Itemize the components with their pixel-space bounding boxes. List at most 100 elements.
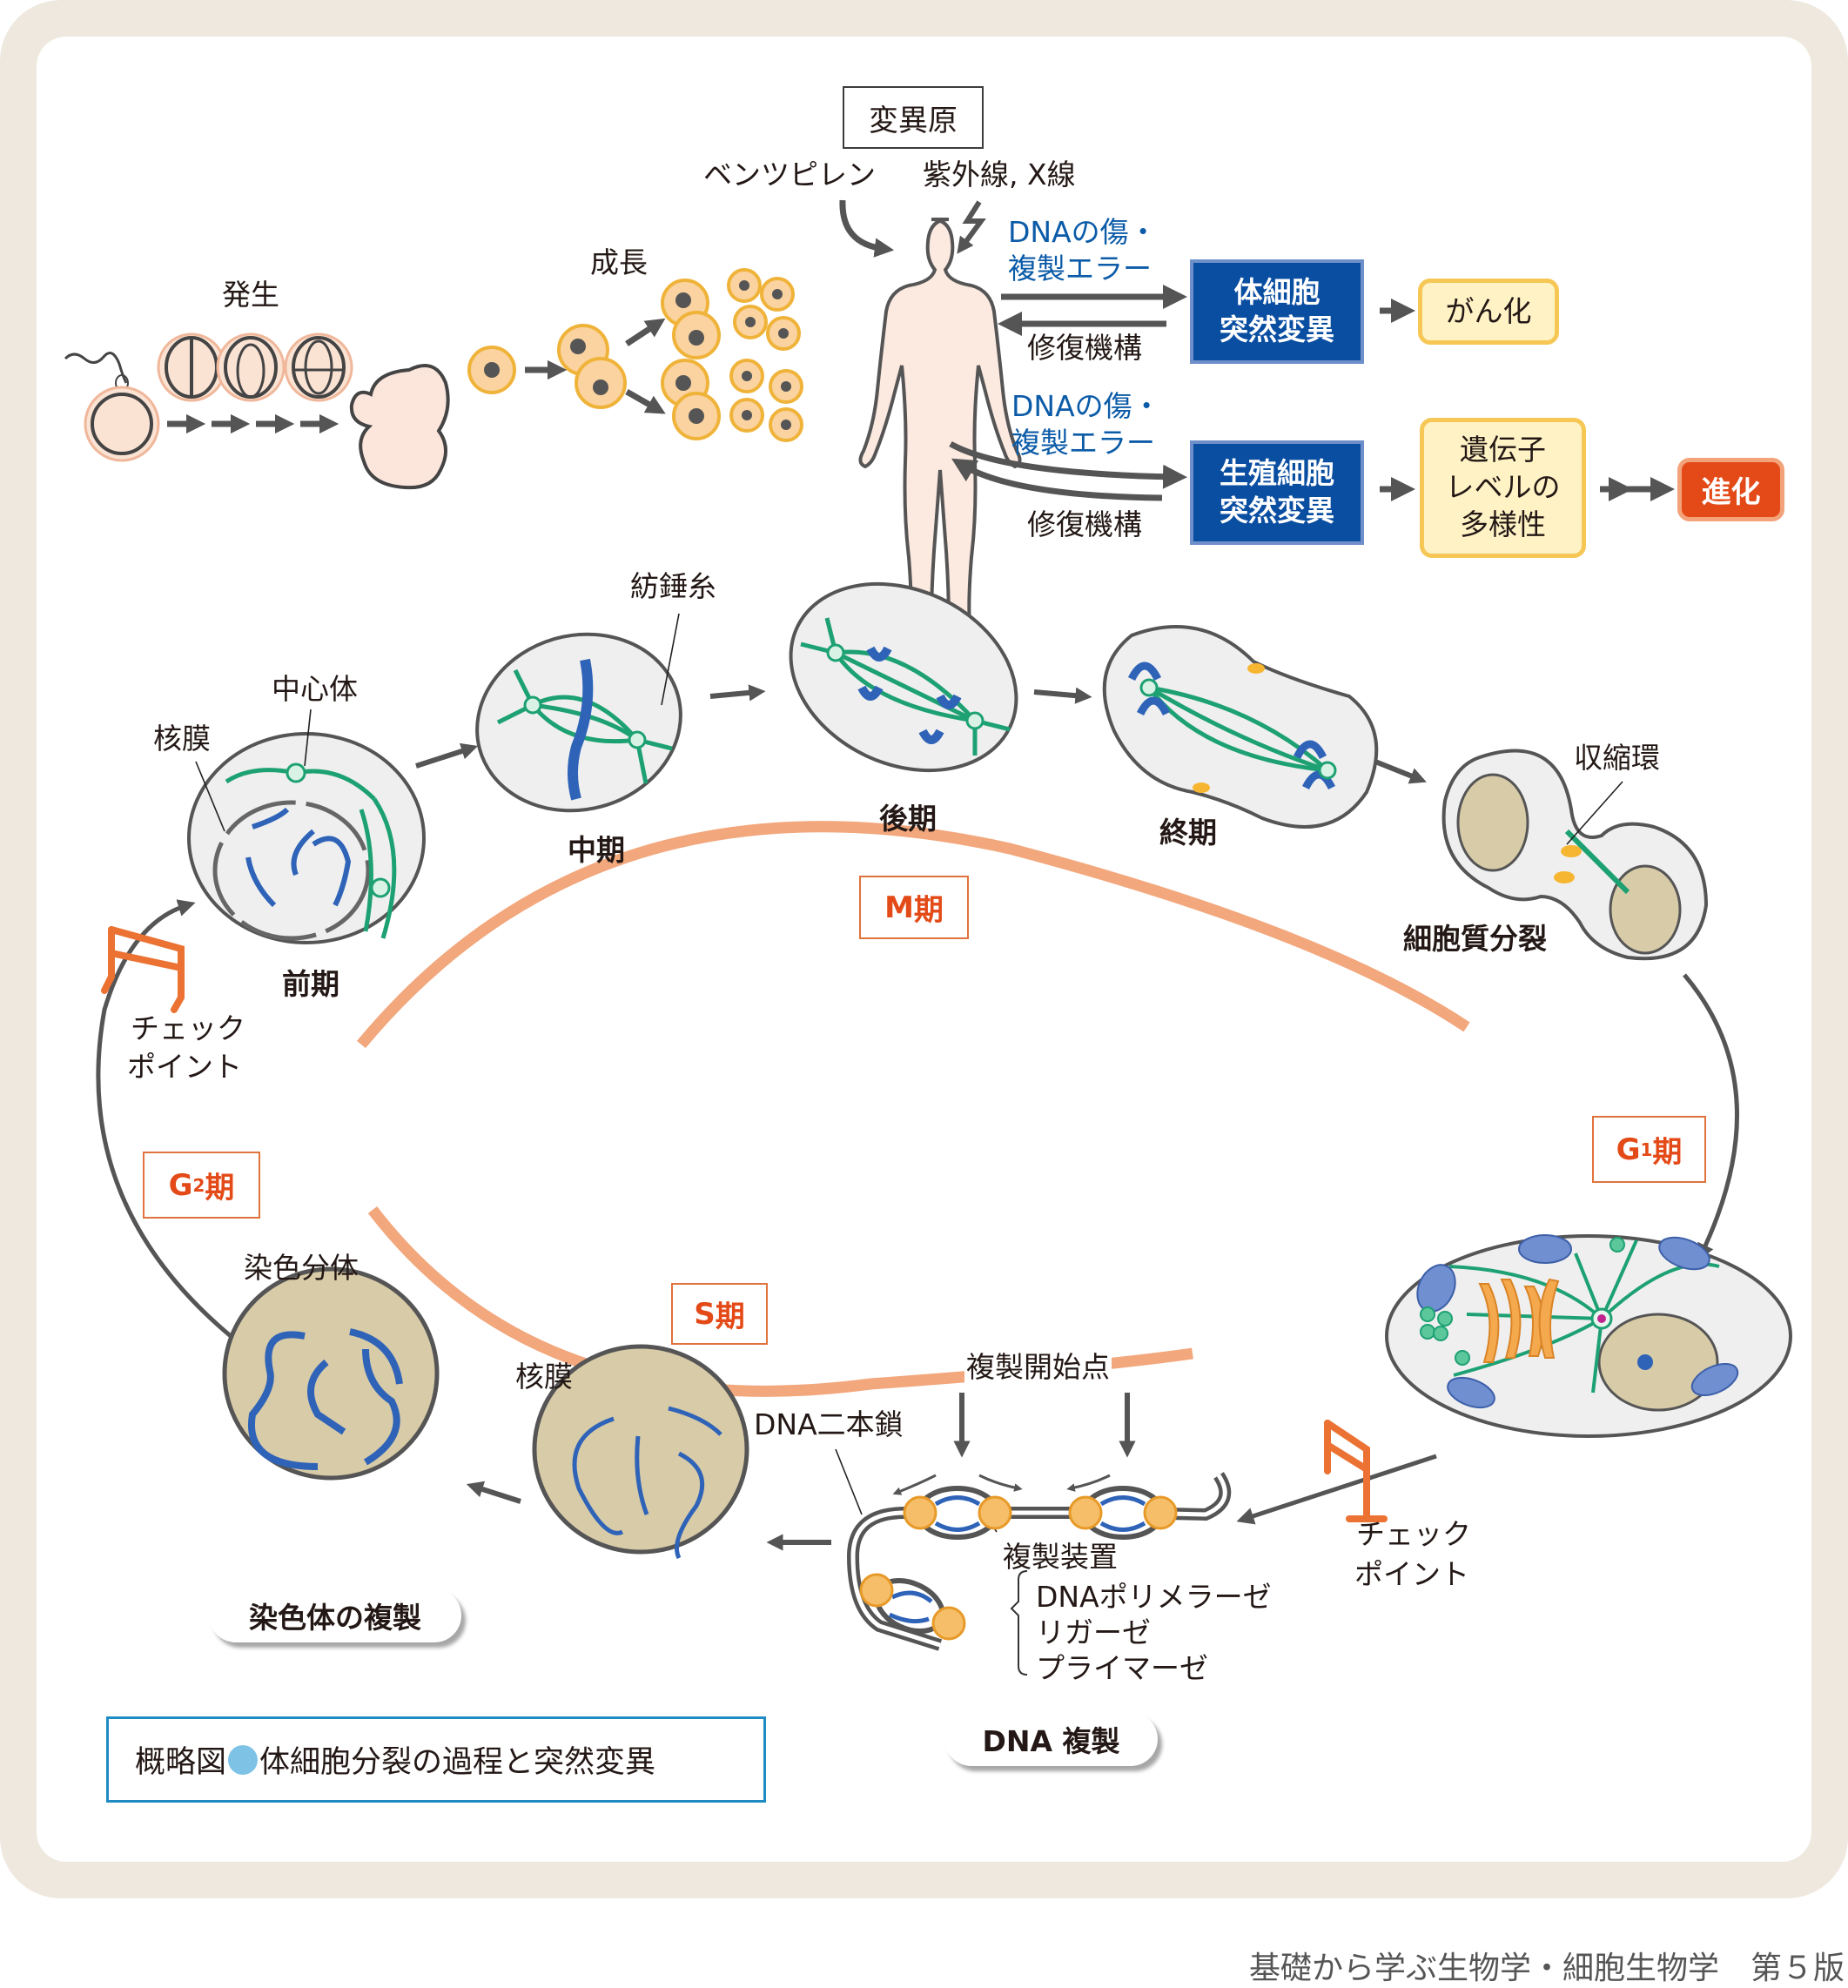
chromatid-label: 染色分体 (244, 1251, 359, 1285)
enzyme-brace (1010, 1570, 1028, 1676)
figure-title-text: 体細胞分裂の過程と突然変異 (259, 1745, 656, 1780)
anaphase-cell (789, 581, 1018, 773)
centrosome-label: 中心体 (272, 672, 358, 706)
development-illustration (64, 332, 450, 490)
somatic-damage-label-2: 複製エラー (1008, 252, 1152, 285)
checkpoint-g2m-line2: ポイント (127, 1050, 242, 1084)
chromosome-replication-label: 染色体の複製 (249, 1601, 421, 1635)
stage-telophase: 終期 (1159, 816, 1217, 850)
s-phase-arrows (466, 1393, 1136, 1551)
mutagen-radiation: 紫外線, X線 (923, 158, 1076, 191)
germline-repair-label: 修復機構 (1027, 507, 1142, 541)
mutagen-title: 変異原 (869, 103, 958, 138)
stage-anaphase: 後期 (879, 802, 937, 836)
m-phase-suffix: 期 (913, 893, 944, 928)
g1-phase-letter: G (1616, 1132, 1641, 1167)
cleavage-4cell-icon (216, 332, 286, 402)
germline-arrows (949, 440, 1675, 501)
contractile-ring-label: 収縮環 (1574, 741, 1660, 775)
somatic-repair-label: 修復機構 (1027, 331, 1142, 365)
dna-replication-label: DNA 複製 (982, 1724, 1120, 1758)
g1-to-s-arrow (1236, 1454, 1437, 1525)
cancer-box: がん化 (1418, 279, 1559, 345)
telophase-cell (1102, 625, 1379, 829)
embryo-icon (349, 364, 450, 490)
evolution-box: 進化 (1677, 458, 1784, 521)
enzyme-primase: プライマーゼ (1036, 1651, 1208, 1685)
somatic-mutation-line2: 突然変異 (1220, 312, 1334, 346)
m-phase-arc (357, 821, 1470, 1049)
germline-mutation-line1: 生殖細胞 (1220, 456, 1334, 491)
figure-title-prefix: 概略図 (135, 1745, 227, 1780)
enzyme-ligase: リガーゼ (1036, 1615, 1151, 1649)
human-figure (858, 218, 1022, 641)
growth-illustration (467, 268, 803, 442)
checkpoint-g2m-line1: チェック (131, 1011, 245, 1045)
figure-title-box: 概略図体細胞分裂の過程と突然変異 (106, 1716, 766, 1803)
metaphase-cell (475, 632, 682, 813)
evolution-label: 進化 (1701, 475, 1761, 510)
cytokinesis-cell (1441, 749, 1709, 961)
g1-phase-subscript: 1 (1640, 1138, 1653, 1160)
germline-damage-label-1: DNAの傷・ (1011, 389, 1161, 423)
diversity-line2: レベルの (1445, 470, 1561, 505)
diversity-line1: 遺伝子 (1460, 433, 1546, 467)
genetic-diversity-box: 遺伝子 レベルの 多様性 (1420, 418, 1586, 558)
checkpoint-g1s-line2: ポイント (1354, 1557, 1469, 1591)
cleavage-2cell-icon (157, 332, 226, 402)
development-label: 発生 (222, 278, 279, 312)
replisome-icons (859, 1495, 1178, 1641)
radiation-lightning-icon (957, 200, 986, 254)
cancer-label: がん化 (1445, 293, 1532, 328)
stage-metaphase: 中期 (568, 833, 625, 867)
sperm-icon (64, 352, 128, 384)
checkpoint-g1s-icon (1324, 1420, 1388, 1522)
dna-replication-pill: DNA 複製 (944, 1712, 1158, 1766)
stage-cytokinesis: 細胞質分裂 (1403, 922, 1547, 956)
stage-prophase: 前期 (282, 967, 339, 1001)
benzopyrene-arrow (839, 199, 895, 258)
replisome-label: 複製装置 (1003, 1540, 1118, 1574)
g2-cycle-arrow (96, 899, 232, 1338)
s-nuclear-membrane-label: 核膜 (515, 1360, 573, 1394)
s-phase-suffix: 期 (715, 1300, 745, 1334)
bullet-dot-icon (228, 1744, 259, 1775)
g1-cell (1385, 1234, 1792, 1438)
g2-phase-subscript: 2 (192, 1174, 205, 1196)
prophase-nuclear-membrane-label: 核膜 (153, 722, 211, 756)
mitosis-arrows (415, 684, 1427, 784)
checkpoint-g1s-line1: チェック (1356, 1517, 1471, 1551)
dna-double-strand-label: DNA二本鎖 (754, 1407, 904, 1441)
dna-replication-diagram (846, 1472, 1232, 1676)
spindle-label: 紡錘糸 (630, 569, 716, 603)
enzyme-dna-polymerase: DNAポリメラーゼ (1036, 1580, 1272, 1614)
germline-damage-label-2: 複製エラー (1011, 426, 1155, 460)
g2-phase-suffix: 期 (205, 1171, 235, 1206)
replication-origin-label: 複製開始点 (964, 1350, 1112, 1384)
somatic-damage-label-1: DNAの傷・ (1008, 215, 1158, 249)
g1-phase-suffix: 期 (1652, 1135, 1683, 1170)
chromosome-replication-pill: 染色体の複製 (209, 1588, 461, 1642)
mutagen-box: 変異原 (843, 86, 984, 149)
checkpoint-g2m-icon (101, 926, 185, 1013)
somatic-mutation-box: 体細胞 突然変異 (1190, 259, 1364, 364)
pre-replication-nucleus (532, 1344, 749, 1560)
g2-phase-letter: G (168, 1167, 193, 1203)
germline-mutation-box: 生殖細胞 突然変異 (1190, 440, 1364, 545)
growth-label: 成長 (590, 245, 648, 279)
germline-mutation-line2: 突然変異 (1220, 494, 1334, 527)
footer-book-title: 基礎から学ぶ生物学・細胞生物学 第５版 (1248, 1951, 1845, 1986)
centrosome-icon (286, 762, 306, 783)
m-phase-letter: M (884, 890, 914, 925)
somatic-arrows (998, 285, 1415, 336)
diversity-line3: 多様性 (1460, 507, 1546, 541)
cleavage-8cell-icon (284, 332, 353, 402)
replicated-nucleus (222, 1266, 440, 1481)
prophase-cell (187, 732, 426, 944)
mutagen-benzopyrene: ベンツピレン (703, 158, 876, 191)
